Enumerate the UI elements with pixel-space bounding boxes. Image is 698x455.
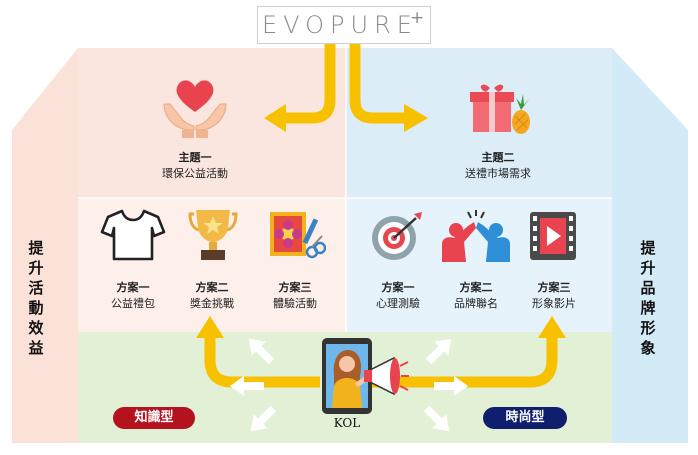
theme-one-label: 主題一 環保公益活動 [150,150,240,182]
plan-right-2: 方案二 品牌聯名 [446,280,506,312]
plan-right-1-title: 方案一 [381,281,415,294]
kol-radiating-arrows [230,338,468,432]
plan-left-3-title: 方案三 [278,281,312,294]
plan-right-3-subtitle: 形象影片 [532,297,576,310]
right-side-panel [612,48,688,443]
plan-right-3-title: 方案三 [537,281,571,294]
arrow-kol-to-left-plans [204,336,320,388]
plan-right-2-subtitle: 品牌聯名 [454,297,498,310]
plan-right-1: 方案一 心理測驗 [368,280,428,312]
plan-right-2-title: 方案二 [459,281,493,294]
heart-hands-icon [163,80,227,138]
plan-left-1-title: 方案一 [116,281,150,294]
fashion-type-badge: 時尚型 [483,407,567,429]
knowledge-type-badge: 知識型 [113,407,195,429]
left-side-panel [12,48,78,443]
arrow-to-theme-one [286,44,336,124]
target-icon [372,212,422,260]
plan-right-3: 方案三 形象影片 [524,280,584,312]
theme-two-subtitle: 送禮市場需求 [465,167,531,180]
theme-one-title: 主題一 [178,151,212,164]
plan-left-1: 方案一 公益禮包 [103,280,163,312]
logo-frame [257,6,431,44]
kol-label: KOL [333,416,361,430]
high-five-icon [442,210,510,262]
logo-plus-mark: + [410,8,425,28]
gift-box-icon [470,84,530,134]
plan-left-2: 方案二 獎金挑戰 [182,280,242,312]
plan-left-3-subtitle: 體驗活動 [273,297,317,310]
video-film-icon [530,212,576,260]
theme-two-label: 主題二 送禮市場需求 [450,150,546,182]
plan-left-2-title: 方案二 [195,281,229,294]
plan-left-3: 方案三 體驗活動 [265,280,325,312]
left-sidebar-text: 提升活動效益 [28,239,44,357]
t-shirt-icon [100,209,166,261]
craft-kit-icon [270,212,326,259]
arrow-kol-to-right-plans [370,336,558,388]
theme-two-title: 主題二 [481,151,515,164]
right-sidebar-text: 提升品牌形象 [640,239,656,357]
plan-left-2-subtitle: 獎金挑戰 [190,297,234,310]
influencer-megaphone-icon [322,338,409,414]
trophy-icon [188,210,238,260]
theme-one-subtitle: 環保公益活動 [162,167,228,180]
arrow-to-theme-two [349,44,404,124]
evopure-logo: EVOPURE [262,11,418,39]
plan-right-1-subtitle: 心理測驗 [376,297,420,310]
plan-left-1-subtitle: 公益禮包 [111,297,155,310]
